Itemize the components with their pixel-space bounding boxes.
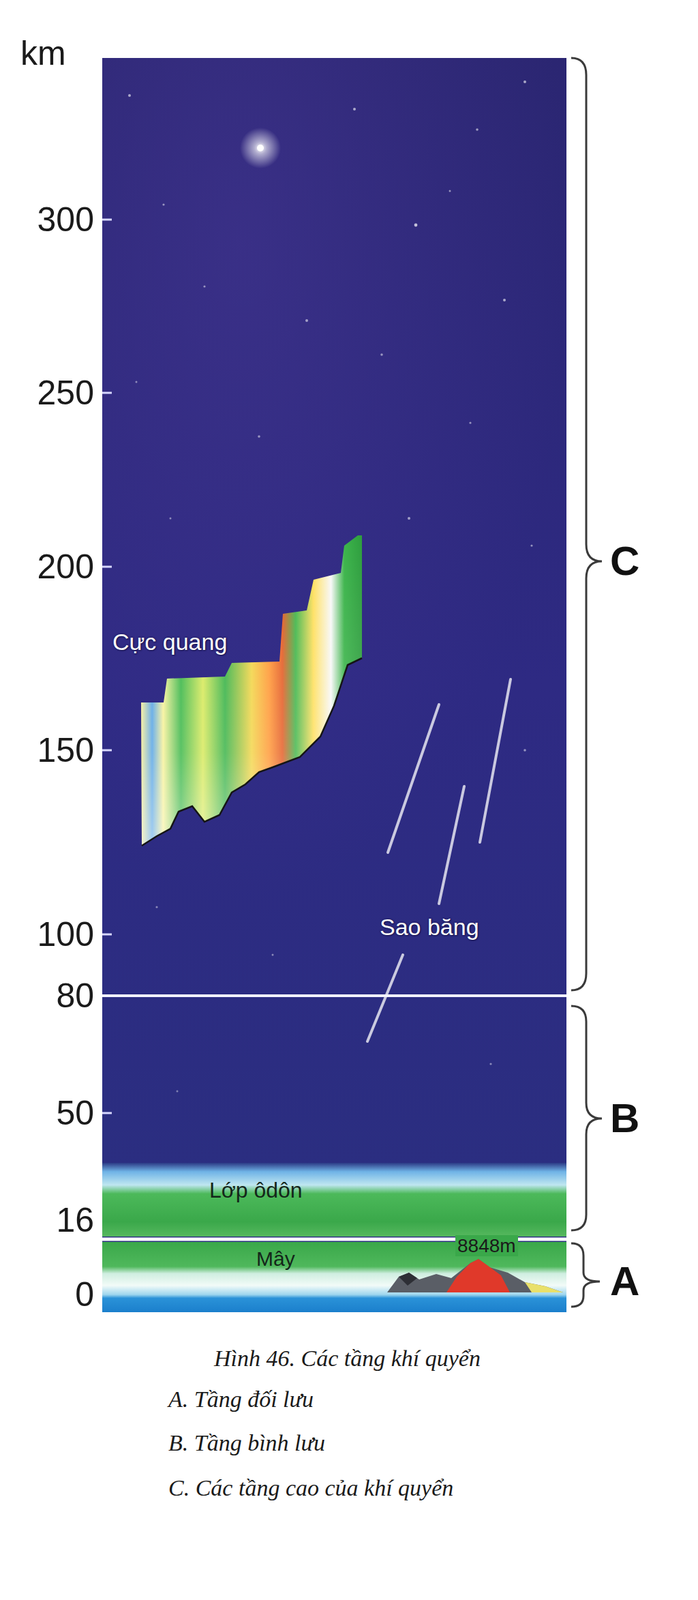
star (128, 94, 131, 97)
star (449, 190, 452, 193)
star (203, 284, 206, 287)
aurora-label: Cực quang (112, 628, 227, 655)
caption-item: C. Các tầng cao của khí quyển (168, 1474, 454, 1501)
sky-mottle (102, 57, 567, 996)
cloud-label: Mây (256, 1246, 296, 1270)
tick (102, 565, 112, 568)
star (135, 381, 138, 384)
star (414, 223, 418, 227)
bright-star-core (256, 144, 264, 152)
braces (571, 57, 602, 1307)
mountain-foot (524, 1281, 564, 1292)
tick (102, 933, 112, 936)
bright-star (239, 127, 281, 169)
star (475, 128, 479, 131)
star (257, 434, 261, 438)
layer-letter: C (610, 537, 640, 584)
axis-number: 300 (37, 200, 95, 239)
star (162, 203, 165, 206)
layer-letter: A (610, 1257, 640, 1304)
height-label: 8848m (455, 1234, 519, 1256)
star (353, 107, 356, 111)
meteor-streak (438, 785, 465, 904)
tick (102, 391, 112, 394)
star (380, 353, 384, 356)
star (530, 543, 533, 546)
star (407, 516, 411, 520)
meteor-streak (367, 954, 403, 1041)
axis-number: 50 (55, 1093, 95, 1132)
meteor-streak (387, 704, 439, 853)
boundary-line (102, 993, 567, 997)
axis-number: 200 (37, 547, 95, 586)
aurora-curtain (141, 535, 362, 846)
axis-number: 150 (37, 730, 95, 769)
layer-letter: B (610, 1094, 640, 1141)
star (523, 80, 527, 84)
axis-number: 0 (74, 1274, 95, 1313)
star (503, 298, 506, 302)
star (523, 748, 527, 752)
caption-item: A. Tầng đối lưu (168, 1385, 314, 1412)
aurora-edge (141, 657, 362, 846)
axis-ticks (102, 219, 112, 1113)
mountain-range (387, 1258, 564, 1292)
aurora-glow (141, 535, 362, 846)
aurora (141, 535, 362, 846)
caption-item: B. Tầng bình lưu (168, 1429, 326, 1456)
tick (102, 749, 112, 752)
star (169, 517, 172, 520)
figure-caption: Hình 46. Các tầng khí quyển (214, 1344, 481, 1371)
mountain (387, 1258, 564, 1292)
tick (102, 218, 112, 221)
ozone-label: Lớp ôdôn (209, 1177, 303, 1203)
axis-number: 100 (37, 914, 95, 953)
meteors (367, 678, 511, 1041)
sky-panel (102, 57, 567, 1312)
brace (571, 57, 602, 990)
brace (571, 1005, 602, 1230)
mountain-peak (446, 1258, 510, 1292)
star (155, 905, 158, 908)
star (489, 1061, 492, 1065)
stars (128, 80, 534, 1092)
axis-number: 250 (37, 373, 95, 412)
axis-unit: km (20, 34, 67, 73)
meteor-label: Sao băng (379, 913, 480, 940)
meteor-streak (479, 678, 511, 842)
axis-number: 16 (55, 1200, 95, 1239)
mountain-shade (398, 1271, 418, 1285)
star (271, 953, 275, 956)
tick (102, 1111, 112, 1114)
ozone-band (102, 1162, 567, 1236)
brace (571, 1242, 600, 1307)
star (305, 319, 309, 322)
star (176, 1089, 179, 1092)
axis-number: 80 (55, 976, 95, 1015)
star (468, 421, 472, 424)
